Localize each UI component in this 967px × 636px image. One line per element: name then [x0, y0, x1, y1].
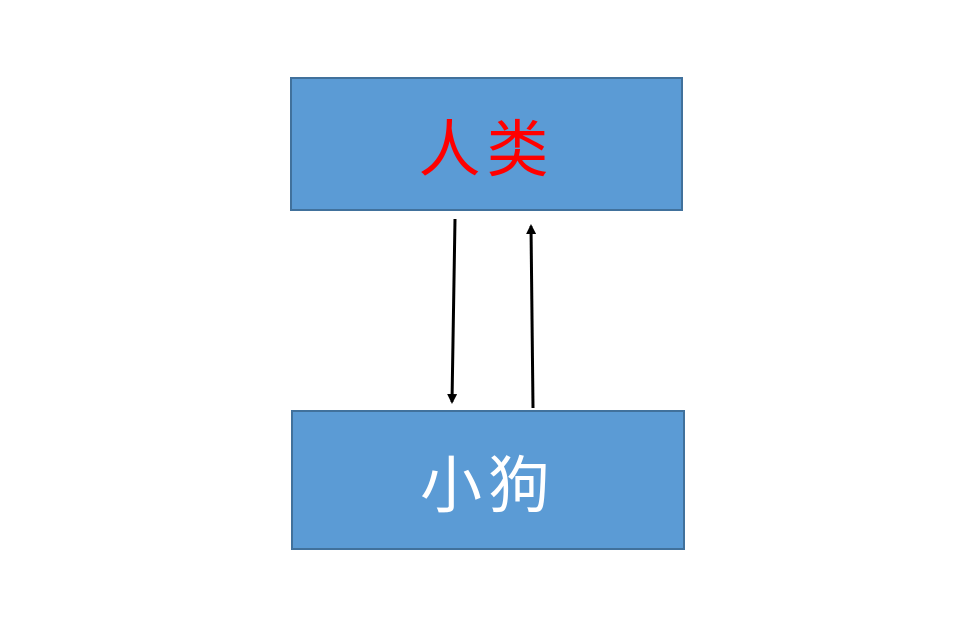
human-node: 人类 [290, 77, 683, 211]
arrow-human-to-dog [447, 218, 458, 404]
dog-node: 小狗 [291, 410, 685, 550]
human-node-label: 人类 [418, 113, 555, 186]
arrow-dog-to-human [526, 224, 537, 409]
dog-node-label: 小狗 [419, 449, 556, 522]
